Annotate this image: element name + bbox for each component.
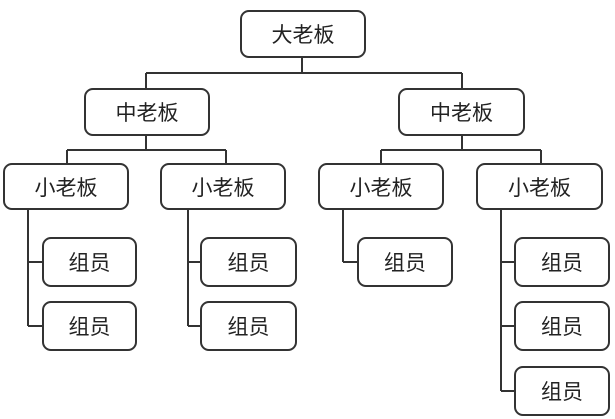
connector-middle-1-to-small (66, 136, 227, 163)
connector-small-4-members (500, 210, 514, 392)
connector-root-to-middle (145, 58, 463, 88)
middle-node-1: 中老板 (84, 88, 210, 136)
small-node-1: 小老板 (3, 163, 129, 210)
member-node: 组员 (514, 237, 610, 287)
member-node: 组员 (42, 301, 137, 351)
member-node: 组员 (514, 301, 610, 351)
connector-small-3-members (342, 210, 357, 263)
small-node-3: 小老板 (318, 163, 444, 210)
member-node: 组员 (514, 366, 610, 416)
root-node: 大老板 (240, 10, 366, 58)
connector-small-1-members (27, 210, 42, 327)
member-node: 组员 (200, 237, 297, 287)
connector-small-2-members (187, 210, 200, 327)
connector-middle-2-to-small (380, 136, 542, 163)
middle-node-2: 中老板 (398, 88, 525, 136)
small-node-2: 小老板 (160, 163, 286, 210)
member-node: 组员 (42, 237, 137, 287)
member-node: 组员 (357, 237, 453, 287)
small-node-4: 小老板 (476, 163, 603, 210)
member-node: 组员 (200, 301, 297, 351)
